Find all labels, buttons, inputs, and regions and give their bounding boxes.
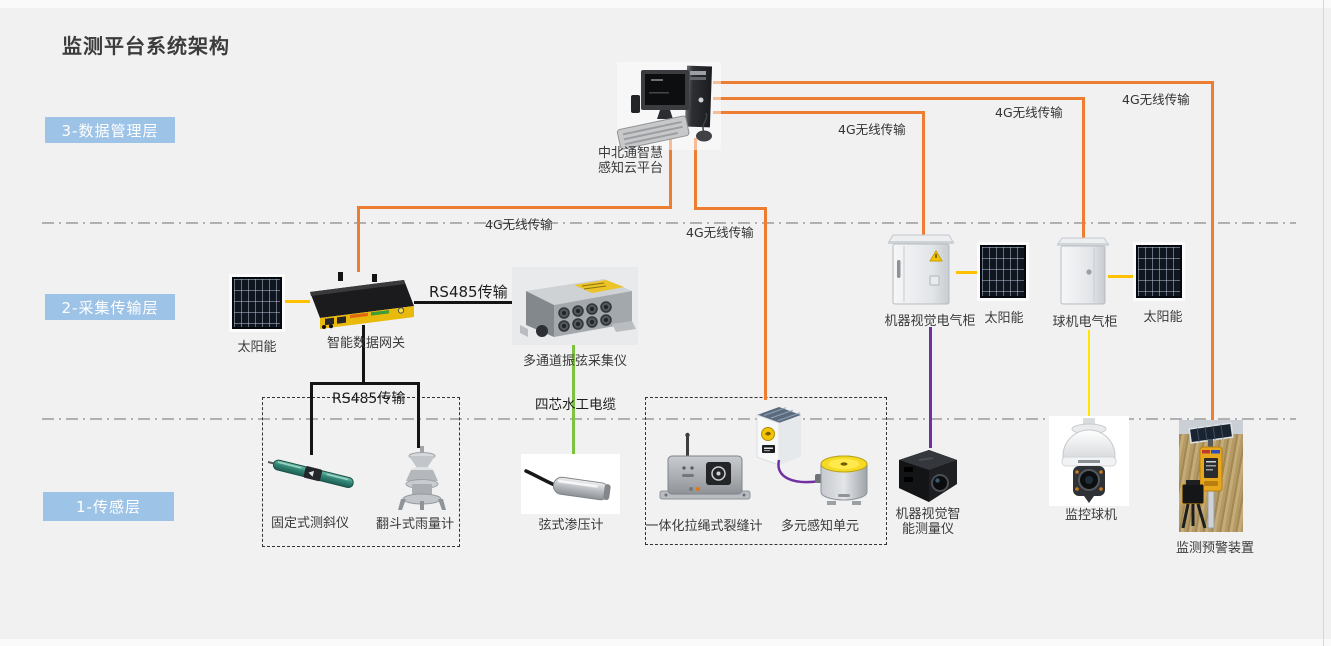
piezometer-label: 弦式渗压计 xyxy=(538,518,604,533)
line-dome-cabinet-camera xyxy=(1088,330,1090,418)
smart-gateway-label: 智能数据网关 xyxy=(326,336,406,351)
line-4g-sensing-v1 xyxy=(694,138,697,210)
line-4g-gateway-h xyxy=(357,206,672,209)
line-4g-gateway-v1 xyxy=(669,138,672,209)
bottom-margin xyxy=(0,639,1331,646)
sensing-unit-cylinder-image xyxy=(815,450,873,506)
edge-label-rs485-collector: RS485传输 xyxy=(429,283,508,301)
line-4g-dome-cabinet-h xyxy=(713,97,1085,100)
line-rs485-gateway-collector xyxy=(414,301,514,304)
cloud-platform-computer-image xyxy=(615,62,723,150)
dome-cabinet-label: 球机电气柜 xyxy=(1052,315,1118,330)
edge-label-4g-gateway: 4G无线传输 xyxy=(485,217,553,232)
mv-cabinet-image xyxy=(886,232,956,309)
edge-label-4g-mv-cabinet: 4G无线传输 xyxy=(838,122,906,137)
line-rs485-to-inclinometer xyxy=(310,382,313,455)
layer-separator-bottom xyxy=(42,418,1296,420)
solar-panel-gateway-label: 太阳能 xyxy=(237,340,277,355)
line-4g-sensing-v2 xyxy=(764,207,767,400)
sensing-unit-cube-image xyxy=(753,403,805,467)
smart-gateway-image xyxy=(308,272,416,330)
sensing-unit-wire xyxy=(777,459,821,484)
line-4g-mv-cabinet-v xyxy=(922,111,925,236)
rain-gauge-label: 翻斗式雨量计 xyxy=(375,517,455,532)
crack-gauge-label: 一体化拉绳式裂缝计 xyxy=(645,519,763,534)
layer-chip-data-management: 3-数据管理层 xyxy=(45,117,175,143)
warning-device-label: 监测预警装置 xyxy=(1175,541,1255,556)
mv-cabinet-label: 机器视觉电气柜 xyxy=(884,314,976,329)
edge-label-4g-sensing-unit: 4G无线传输 xyxy=(686,225,754,240)
rain-gauge-image xyxy=(393,446,451,512)
edge-label-4g-dome-cabinet: 4G无线传输 xyxy=(995,105,1063,120)
line-4g-mv-cabinet-h xyxy=(713,111,925,114)
edge-label-4g-warning-device: 4G无线传输 xyxy=(1122,92,1190,107)
solar-panel-mv-label: 太阳能 xyxy=(984,311,1024,326)
line-solar-to-gateway xyxy=(284,300,310,303)
layer-chip-sensing: 1-传感层 xyxy=(43,492,174,521)
solar-panel-dome-image xyxy=(1136,245,1182,298)
dome-camera-image xyxy=(1049,416,1129,506)
mv-instrument-label: 机器视觉智 能测量仪 xyxy=(895,507,960,537)
line-mv-cabinet-to-solar xyxy=(956,271,980,274)
line-rs485-gateway-down xyxy=(362,325,365,385)
vw-collector-label: 多通道振弦采集仪 xyxy=(522,354,628,369)
edge-label-rs485-sensors: RS485传输 xyxy=(332,391,406,407)
inclinometer-image xyxy=(267,449,356,501)
page-title: 监测平台系统架构 xyxy=(62,34,230,58)
mv-instrument-label-line1: 机器视觉智 xyxy=(895,507,961,522)
solar-panel-gateway-image xyxy=(232,277,282,329)
edge-label-hydraulic-cable: 四芯水工电缆 xyxy=(535,397,616,413)
crack-gauge-image xyxy=(658,432,752,504)
top-margin xyxy=(0,0,1331,8)
dome-cabinet-image xyxy=(1056,235,1110,308)
right-edge-line xyxy=(1323,0,1324,646)
line-4g-dome-cabinet-v xyxy=(1082,97,1085,239)
layer-separator-top xyxy=(42,222,1296,224)
line-mv-cabinet-instrument xyxy=(929,327,932,448)
solar-panel-dome-label: 太阳能 xyxy=(1143,310,1183,325)
line-cable-collector-piezometer xyxy=(572,344,575,462)
vw-collector-image xyxy=(512,267,638,345)
inclinometer-label: 固定式测斜仪 xyxy=(270,516,350,531)
cloud-platform-label-line2: 感知云平台 xyxy=(598,161,664,176)
line-4g-sensing-h xyxy=(694,207,767,210)
line-4g-warning-v xyxy=(1211,81,1214,422)
warning-device-image xyxy=(1179,420,1243,532)
rs485-sensor-group-box xyxy=(262,397,460,547)
layer-chip-collection-transmission: 2-采集传输层 xyxy=(45,294,175,320)
piezometer-image xyxy=(521,454,620,514)
dome-camera-label: 监控球机 xyxy=(1064,508,1118,523)
solar-panel-mv-image xyxy=(980,245,1026,298)
line-4g-warning-h xyxy=(713,81,1214,84)
line-rs485-to-rain-gauge xyxy=(417,382,420,448)
line-dome-cabinet-to-solar xyxy=(1108,275,1136,278)
cloud-platform-label: 中北通智慧 感知云平台 xyxy=(598,146,663,176)
cloud-platform-label-line1: 中北通智慧 xyxy=(598,146,664,161)
mv-instrument-label-line2: 能测量仪 xyxy=(901,522,955,537)
line-rs485-branch-h xyxy=(310,382,420,385)
sensing-unit-label: 多元感知单元 xyxy=(780,519,860,534)
line-4g-gateway-v2 xyxy=(357,206,360,272)
mv-instrument-image xyxy=(893,446,961,506)
